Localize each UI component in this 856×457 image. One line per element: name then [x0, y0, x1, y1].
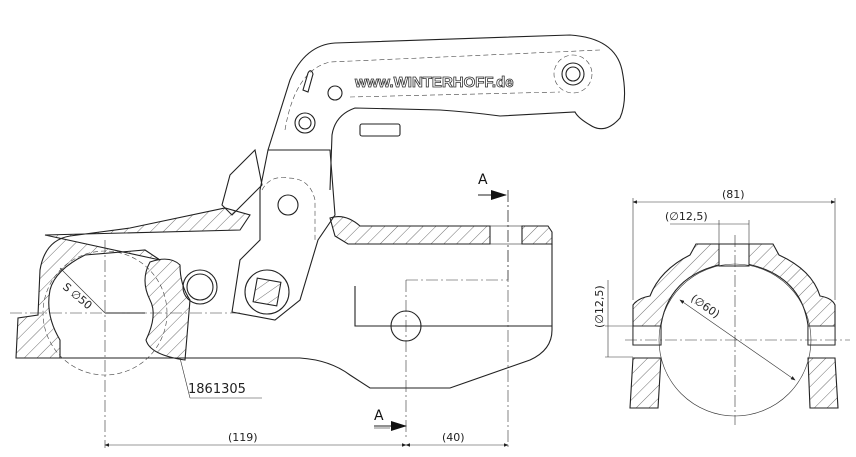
part-number: 1861305 [188, 382, 246, 397]
side-view: www.WINTERHOFF.de [10, 34, 626, 448]
handle-pivot-circle [561, 62, 585, 86]
handle: www.WINTERHOFF.de [267, 34, 626, 191]
section-marker-top: A [478, 172, 507, 200]
lock-pin [182, 269, 218, 305]
section-marker-bottom: A [374, 408, 407, 431]
dim-119: (119) [228, 431, 258, 444]
wear-indicator [302, 70, 314, 93]
part-number-callout: 1861305 [179, 357, 262, 399]
dim-bore-top: (∅12,5) [665, 210, 708, 223]
dim-40: (40) [442, 431, 465, 444]
section-label-top: A [478, 172, 488, 188]
dim-bore-side: (∅12,5) [593, 285, 606, 328]
brand-text: www.WINTERHOFF.de [354, 74, 514, 91]
dim-81: (81) [722, 188, 745, 201]
section-label-bottom: A [374, 408, 384, 424]
indicator-eye [327, 85, 343, 101]
section-view: (∅60) (81) (∅12,5) (∅12,5) [593, 188, 850, 425]
handle-lower-pivot [294, 112, 316, 134]
dim-ball-60: (∅60) [688, 292, 722, 321]
locking-mechanism [221, 148, 336, 321]
safety-button [359, 123, 401, 137]
dimension-bottom: (119) (40) [104, 431, 509, 447]
coupling-housing [15, 207, 553, 389]
